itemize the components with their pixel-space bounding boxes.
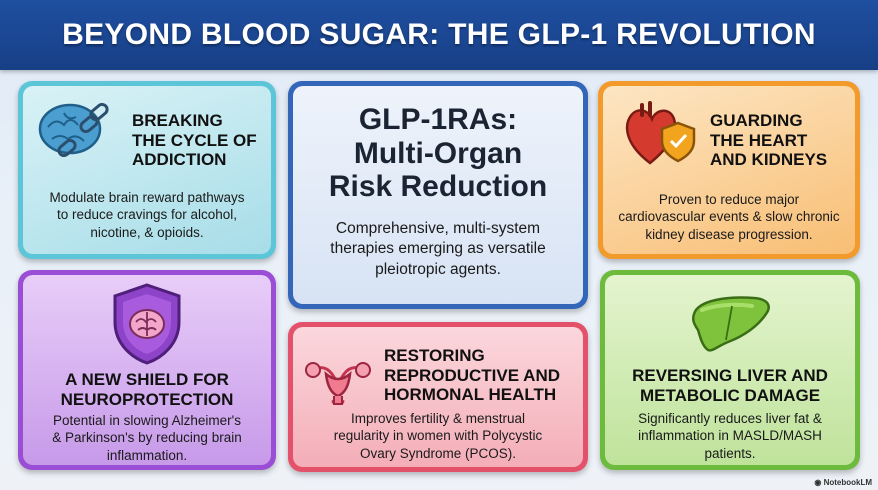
center-title-line: Risk Reduction — [328, 170, 548, 204]
center-title-line: Multi-Organ — [353, 136, 523, 170]
heart-shield-icon — [625, 101, 696, 165]
liver-icon — [691, 296, 770, 352]
notebook-icon: ◉ — [814, 478, 824, 487]
center-desc-line: Comprehensive, multi-system — [335, 220, 541, 237]
card-title-line: ADDICTION — [132, 150, 227, 170]
card-desc-line: inflammation. — [106, 447, 188, 463]
card-title-line: GUARDING — [710, 111, 803, 130]
card-title-line: BREAKING — [132, 111, 223, 130]
card-center: GLP-1RAs: Multi-Organ Risk Reduction Com… — [288, 81, 588, 309]
card-title-line: REVERSING LIVER AND — [632, 366, 828, 385]
card-desc-line: cardiovascular events & slow chronic — [618, 209, 840, 225]
card-neuro: A NEW SHIELD FOR NEUROPROTECTION Potenti… — [18, 270, 276, 470]
card-desc-line: Significantly reduces liver fat & — [638, 411, 822, 426]
card-title-line: THE HEART — [710, 130, 808, 150]
brand-label: NotebookLM — [823, 478, 872, 487]
card-title-line: A NEW SHIELD FOR — [65, 370, 229, 389]
card-desc-line: Modulate brain reward pathways — [49, 190, 245, 205]
card-desc-line: Improves fertility & menstrual — [350, 411, 526, 426]
center-desc-line: pleiotropic agents. — [375, 260, 501, 278]
card-desc-line: patients. — [704, 445, 756, 461]
header-banner: BEYOND BLOOD SUGAR: THE GLP-1 REVOLUTION — [0, 0, 878, 70]
card-desc-line: Ovary Syndrome (PCOS). — [359, 445, 517, 461]
center-title-line: GLP-1RAs: — [358, 103, 518, 136]
card-title-line: NEUROPROTECTION — [60, 389, 234, 409]
page-title: BEYOND BLOOD SUGAR: THE GLP-1 REVOLUTION — [62, 18, 816, 51]
uterus-icon — [305, 362, 371, 405]
card-title-line: AND KIDNEYS — [710, 150, 828, 170]
card-liver: REVERSING LIVER AND METABOLIC DAMAGE Sig… — [600, 270, 860, 470]
card-desc-line: Proven to reduce major — [658, 192, 800, 207]
card-title-line: HORMONAL HEALTH — [384, 385, 557, 405]
card-desc-line: regularity in women with Polycystic — [333, 428, 543, 444]
card-heart: GUARDING THE HEART AND KIDNEYS Proven to… — [598, 81, 860, 259]
brand-watermark: ◉ NotebookLM — [814, 478, 872, 487]
shield-brain-icon — [113, 283, 181, 365]
card-desc-line: inflammation in MASLD/MASH — [638, 428, 822, 444]
center-desc-line: therapies emerging as versatile — [330, 240, 546, 258]
card-desc-line: Potential in slowing Alzheimer's — [53, 413, 241, 428]
card-desc-line: & Parkinson's by reducing brain — [52, 430, 242, 446]
card-title-line: REPRODUCTIVE AND — [384, 365, 560, 385]
card-desc-line: nicotine, & opioids. — [90, 224, 204, 240]
card-reproductive: RESTORING REPRODUCTIVE AND HORMONAL HEAL… — [288, 322, 588, 472]
card-desc-line: to reduce cravings for alcohol, — [56, 207, 238, 223]
card-addiction: BREAKING THE CYCLE OF ADDICTION Modulate… — [18, 81, 276, 259]
card-title-line: RESTORING — [384, 346, 485, 365]
card-title-line: THE CYCLE OF — [132, 130, 257, 150]
brain-chain-icon — [38, 102, 109, 158]
card-title-line: METABOLIC DAMAGE — [639, 385, 821, 405]
card-desc-line: kidney disease progression. — [645, 226, 813, 242]
